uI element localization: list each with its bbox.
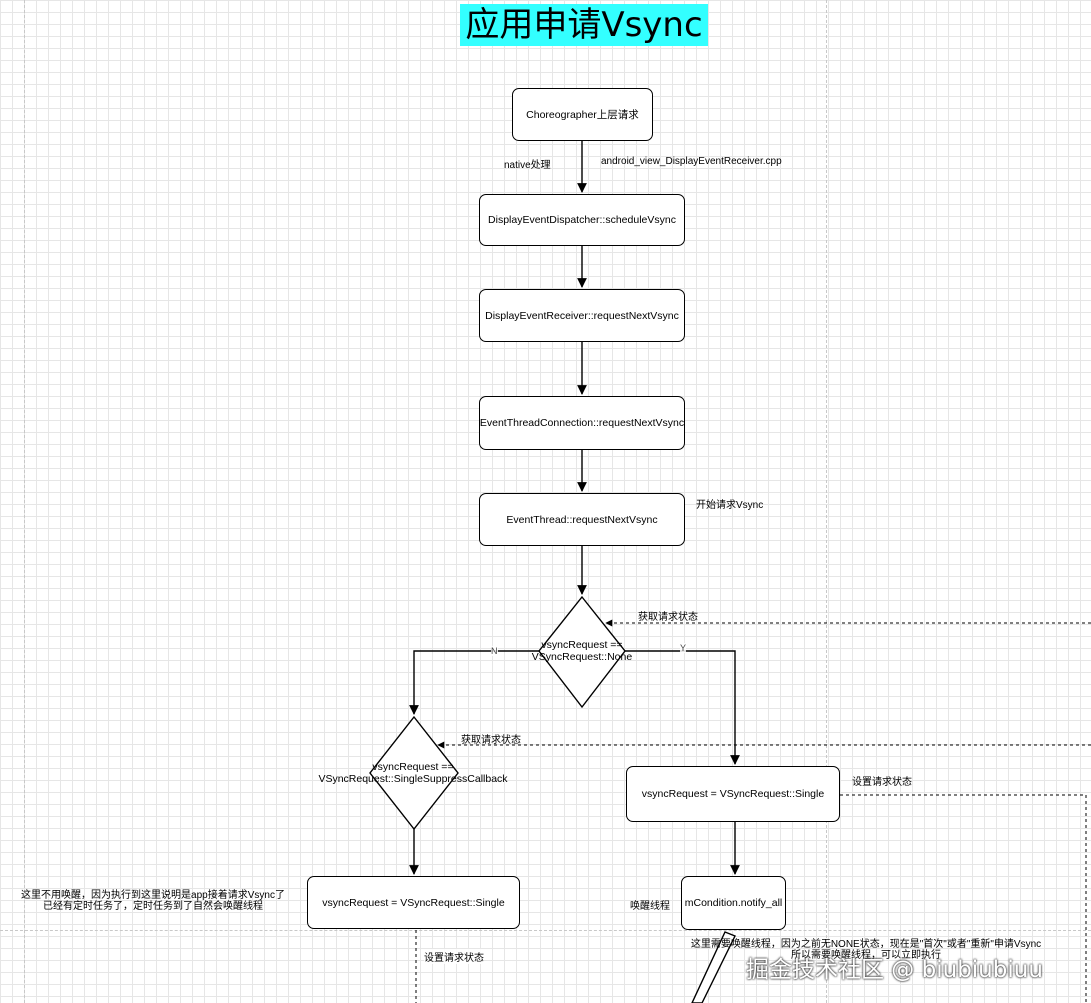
decision-suppress-line1: vsyncRequest == [372,761,454,773]
node-set-single-right[interactable]: vsyncRequest = VSyncRequest::Single [626,766,840,822]
note-need-wake-line1: 这里需要唤醒线程，因为之前无NONE状态，现在是"首次"或者"重新"申请Vsyn… [690,939,1042,950]
note-no-wake-line1: 这里不用唤醒，因为执行到这里说明是app接着请求Vsync了 [21,890,285,901]
note-need-wake: 这里需要唤醒线程，因为之前无NONE状态，现在是"首次"或者"重新"申请Vsyn… [680,939,1052,961]
note-no-wake: 这里不用唤醒，因为执行到这里说明是app接着请求Vsync了 已经有定时任务了，… [14,890,292,912]
decision-suppress-shape [369,715,459,831]
diagram-title: 应用申请Vsync [460,4,708,46]
edge-decision-no [409,650,539,715]
edge-decision-yes [625,650,740,765]
decision-suppress-line2: VSyncRequest::SingleSuppressCallback [318,773,508,785]
guide-line [826,0,827,1003]
edge-setstate-right [840,794,1087,1003]
note-start-request: 开始请求Vsync [696,500,764,511]
note-wake-thread: 唤醒线程 [630,901,670,912]
guide-line [0,930,1091,931]
guide-line [24,0,25,1003]
note-get-state-1: 获取请求状态 [638,612,698,623]
watermark: 掘金技术社区 @ biubiubiuu [746,957,1043,983]
note-set-state-bottom: 设置请求状态 [424,949,484,964]
note-get-state-2: 获取请求状态 [461,735,521,746]
node-notify-all[interactable]: mCondition.notify_all [681,876,786,930]
node-connection[interactable]: EventThreadConnection::requestNextVsync [479,396,685,450]
note-cpp-file: android_view_DisplayEventReceiver.cpp [601,156,782,167]
note-set-state-right: 设置请求状态 [852,777,912,788]
decision-none-line1: vsyncRequest == [541,639,623,651]
note-native: native处理 [504,160,551,171]
decision-none-line2: VSyncRequest::None [531,651,633,663]
note-need-wake-line2: 所以需要唤醒线程，可以立即执行 [791,950,941,961]
node-receiver[interactable]: DisplayEventReceiver::requestNextVsync [479,289,685,342]
node-event-thread[interactable]: EventThread::requestNextVsync [479,493,685,546]
outgoing-arrow-shape [691,931,736,1003]
note-no-wake-line2: 已经有定时任务了，定时任务到了自然会唤醒线程 [43,901,263,912]
branch-yes-label: Y [680,643,687,653]
decision-none-label[interactable]: vsyncRequest == VSyncRequest::None [522,639,642,663]
node-choreographer[interactable]: Choreographer上层请求 [512,88,653,141]
decision-none-shape [538,595,626,709]
node-dispatcher[interactable]: DisplayEventDispatcher::scheduleVsync [479,194,685,246]
branch-no-label: N [491,646,498,656]
node-set-single-left[interactable]: vsyncRequest = VSyncRequest::Single [307,876,520,929]
decision-suppress-label[interactable]: vsyncRequest == VSyncRequest::SingleSupp… [309,761,517,785]
